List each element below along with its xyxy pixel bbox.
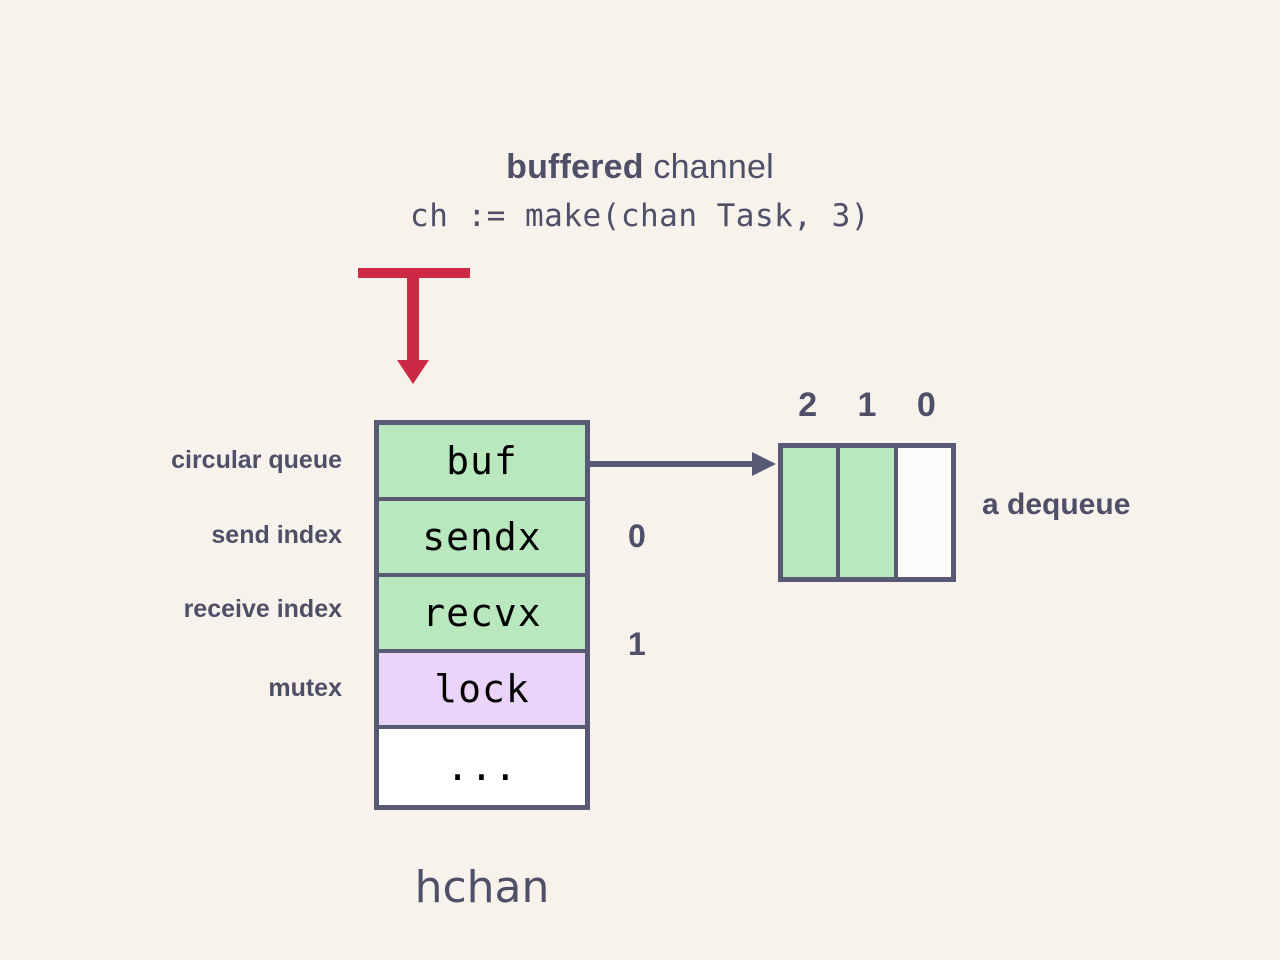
hchan-caption: hchan — [414, 862, 550, 913]
page-title: buffered channel — [0, 148, 1280, 187]
hchan-row-recvx: recvx — [379, 577, 585, 653]
dequeue-index-row: 2 1 0 — [778, 386, 956, 425]
hchan-row-ellipsis: ... — [379, 729, 585, 805]
dequeue-cell-1 — [840, 448, 898, 577]
sendx-value: 0 — [628, 518, 646, 554]
label-mutex: mutex — [268, 674, 342, 702]
title-rest: channel — [643, 148, 774, 186]
dequeue-buffer — [778, 443, 956, 582]
title-emphasis: buffered — [506, 148, 644, 186]
down-arrow-icon — [358, 268, 470, 384]
label-circular-queue: circular queue — [171, 446, 342, 474]
title-code-line: ch := make(chan Task, 3) — [410, 198, 870, 234]
label-receive-index: receive index — [183, 595, 342, 623]
hchan-row-sendx: sendx — [379, 501, 585, 577]
recvx-value: 1 — [628, 626, 646, 662]
right-arrow-icon — [586, 452, 776, 476]
dequeue-cell-0 — [897, 448, 951, 577]
label-send-index: send index — [211, 521, 342, 549]
hchan-row-lock: lock — [379, 653, 585, 729]
dequeue-caption: a dequeue — [982, 488, 1131, 521]
hchan-struct: buf sendx recvx lock ... — [374, 420, 590, 810]
dequeue-index-0: 0 — [916, 386, 936, 424]
dequeue-cell-2 — [783, 448, 841, 577]
dequeue-index-1: 1 — [857, 386, 877, 424]
hchan-row-buf: buf — [379, 425, 585, 501]
dequeue-index-2: 2 — [798, 386, 818, 424]
